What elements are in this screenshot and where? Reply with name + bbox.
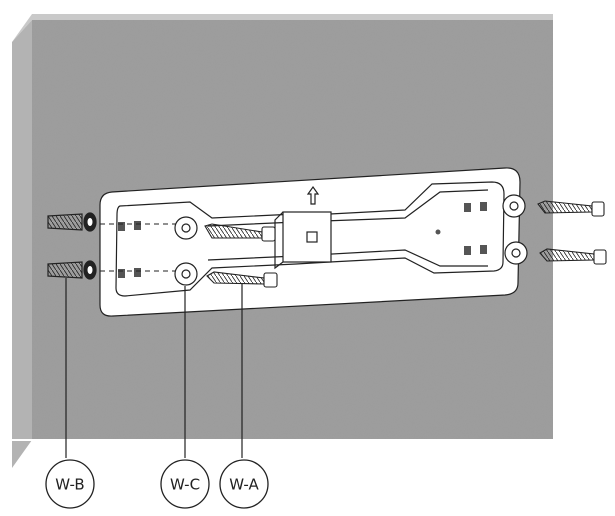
screw-left-top [204, 223, 276, 242]
washer-left-top [174, 216, 198, 240]
wall-left-edge [12, 20, 32, 468]
wall-anchor-bottom [47, 260, 97, 280]
plate-inner-frame [115, 181, 505, 297]
plate-center-bracket-side [274, 211, 284, 270]
plate-center-slot [306, 231, 318, 243]
washer-right-bottom [504, 241, 528, 265]
callout-wall-anchor-label: W-B [55, 476, 84, 494]
callout-screw-label: W-A [229, 476, 259, 494]
callout-washer-label: W-C [170, 476, 200, 494]
screw-left-bottom [206, 271, 278, 288]
screw-right-top [537, 200, 605, 217]
washer-left-bottom [174, 262, 198, 286]
alignment-lines [100, 223, 180, 272]
plate-holes [118, 202, 487, 278]
screw-right-bottom [539, 248, 607, 265]
plate-rib [207, 189, 489, 267]
wall-anchor-top [47, 212, 97, 232]
callout-screw: W-A [219, 459, 269, 509]
up-arrow-icon [306, 185, 320, 205]
washer-right-top [502, 194, 526, 218]
callout-washer: W-C [160, 459, 210, 509]
mounting-plate [99, 167, 521, 317]
leader-lines [65, 278, 243, 458]
callout-wall-anchor: W-B [45, 459, 95, 509]
washers [174, 194, 528, 286]
wall-top-edge [12, 14, 553, 42]
screws [204, 200, 607, 288]
